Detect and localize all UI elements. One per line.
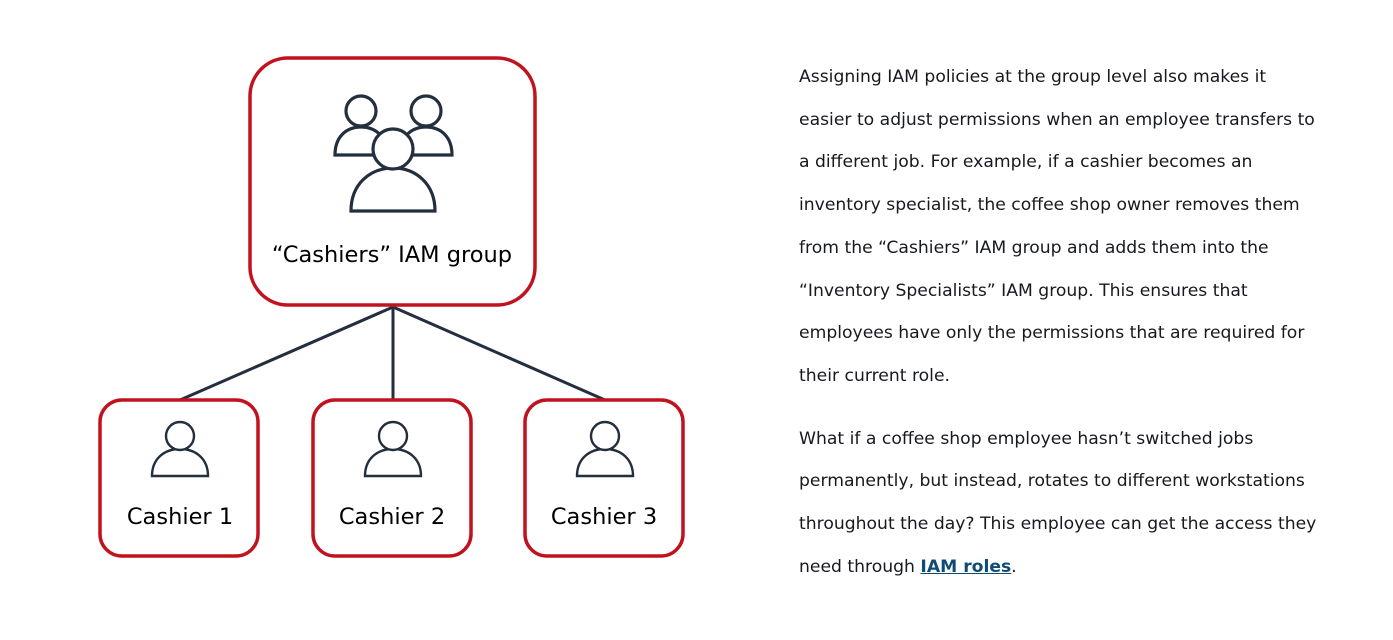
cashier-3-label: Cashier 3: [551, 504, 657, 530]
cashier-2-label: Cashier 2: [339, 504, 445, 530]
connectors: [179, 305, 606, 402]
cashier-1-label: Cashier 1: [127, 504, 233, 530]
cashier-box-3: Cashier 3: [523, 398, 685, 558]
user-icon: [575, 420, 635, 478]
paragraph-group-permissions: Assigning IAM policies at the group leve…: [799, 67, 1315, 386]
paragraph-iam-roles: What if a coffee shop employee hasn’t sw…: [799, 418, 1319, 589]
explanation-text: Assigning IAM policies at the group leve…: [799, 56, 1319, 588]
users-group-icon: [333, 94, 454, 213]
connector-to-cashier-1: [179, 305, 394, 402]
cashier-box-1: Cashier 1: [98, 398, 260, 558]
cashier-box-2-border: [311, 398, 473, 558]
iam-roles-link[interactable]: IAM roles: [920, 556, 1012, 577]
user-icon: [363, 420, 423, 478]
group-box: “Cashiers” IAM group: [248, 56, 537, 307]
cashier-box-2: Cashier 2: [311, 398, 473, 558]
iam-group-diagram: “Cashiers” IAM group Cashier 1 Cashier 2…: [98, 56, 685, 558]
user-icon: [150, 420, 210, 478]
connector-to-cashier-3: [392, 305, 606, 402]
paragraph-iam-roles-end: .: [1011, 556, 1017, 577]
cashier-box-3-border: [523, 398, 685, 558]
cashier-box-1-border: [98, 398, 260, 558]
paragraph-iam-roles-text: What if a coffee shop employee hasn’t sw…: [799, 428, 1317, 577]
group-label: “Cashiers” IAM group: [272, 242, 512, 268]
